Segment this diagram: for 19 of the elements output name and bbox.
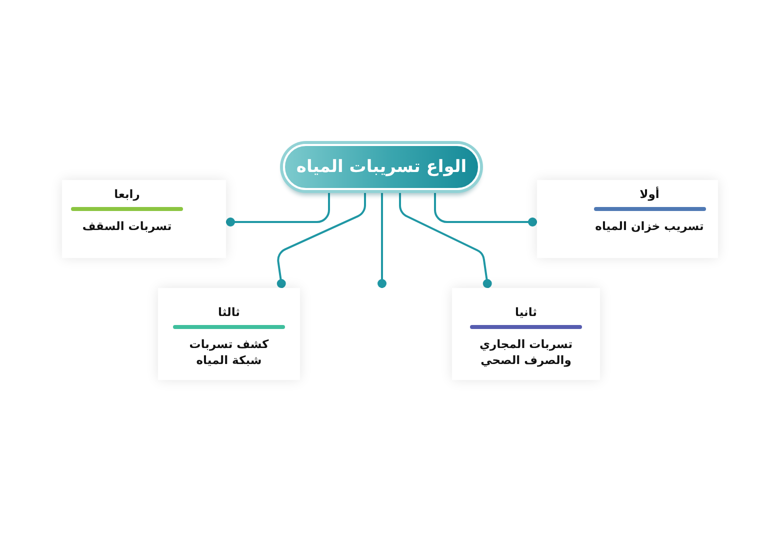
card-text: تسربات المجاري والصرف الصحي: [478, 336, 574, 368]
card-text: كشف تسربات شبكة المياه: [188, 336, 270, 368]
connector-line: [276, 190, 366, 288]
connector-line: [226, 190, 330, 226]
card: [452, 288, 600, 380]
card-heading: ثالثا: [218, 304, 240, 320]
card: [158, 288, 300, 380]
connector-line: [399, 190, 492, 288]
connector-line: [378, 190, 386, 288]
card-heading: ثانيا: [515, 304, 537, 320]
card: [537, 180, 718, 258]
title-pill: [283, 144, 480, 190]
card: [62, 180, 226, 258]
card-heading: رابعا: [114, 186, 140, 202]
card-text: تسريب خزان المياه: [595, 218, 704, 234]
card-heading: أولا: [640, 186, 660, 202]
title-text: الواع تسريبات المياه: [296, 156, 467, 178]
card-text: تسربات السقف: [82, 218, 172, 234]
connector-line: [434, 190, 537, 226]
